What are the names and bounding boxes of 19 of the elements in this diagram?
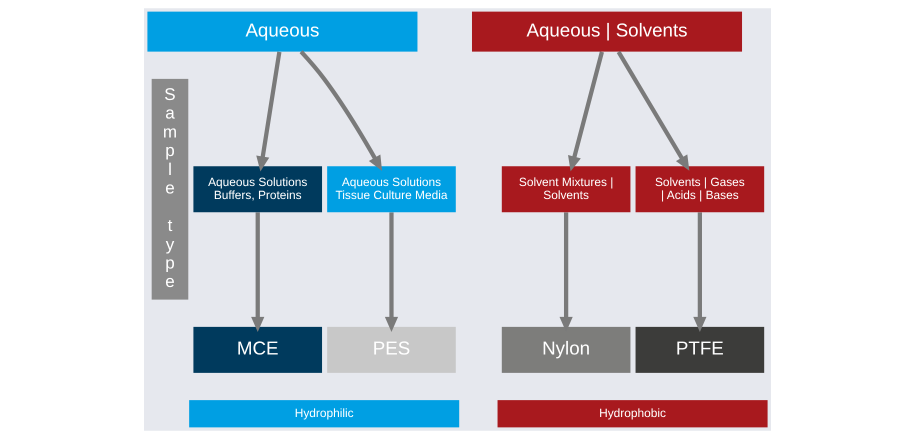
node-box: Aqueous | Solvents [471, 12, 742, 52]
arrow [299, 50, 382, 171]
arrow [568, 51, 604, 172]
node-box: Aqueous [146, 12, 417, 52]
arrow [250, 212, 264, 332]
node-box: MCE [192, 326, 322, 373]
node-box: Solvent Mixtures | Solvents [501, 166, 630, 212]
node-box: Aqueous Solutions Buffers, Proteins [192, 166, 322, 212]
node-box: Nylon [501, 326, 630, 373]
node-box: Aqueous Solutions Tissue Culture Media [326, 166, 456, 212]
node-box: PTFE [635, 326, 764, 373]
arrow [384, 212, 398, 332]
arrow [616, 50, 689, 171]
arrow [692, 212, 706, 332]
node-box: Hydrophobic [497, 400, 768, 428]
arrow [256, 52, 281, 172]
node-box: Solvents | Gases | Acids | Bases [635, 166, 764, 212]
node-box: Hydrophilic [188, 400, 459, 428]
node-box: Sample type [151, 78, 188, 300]
